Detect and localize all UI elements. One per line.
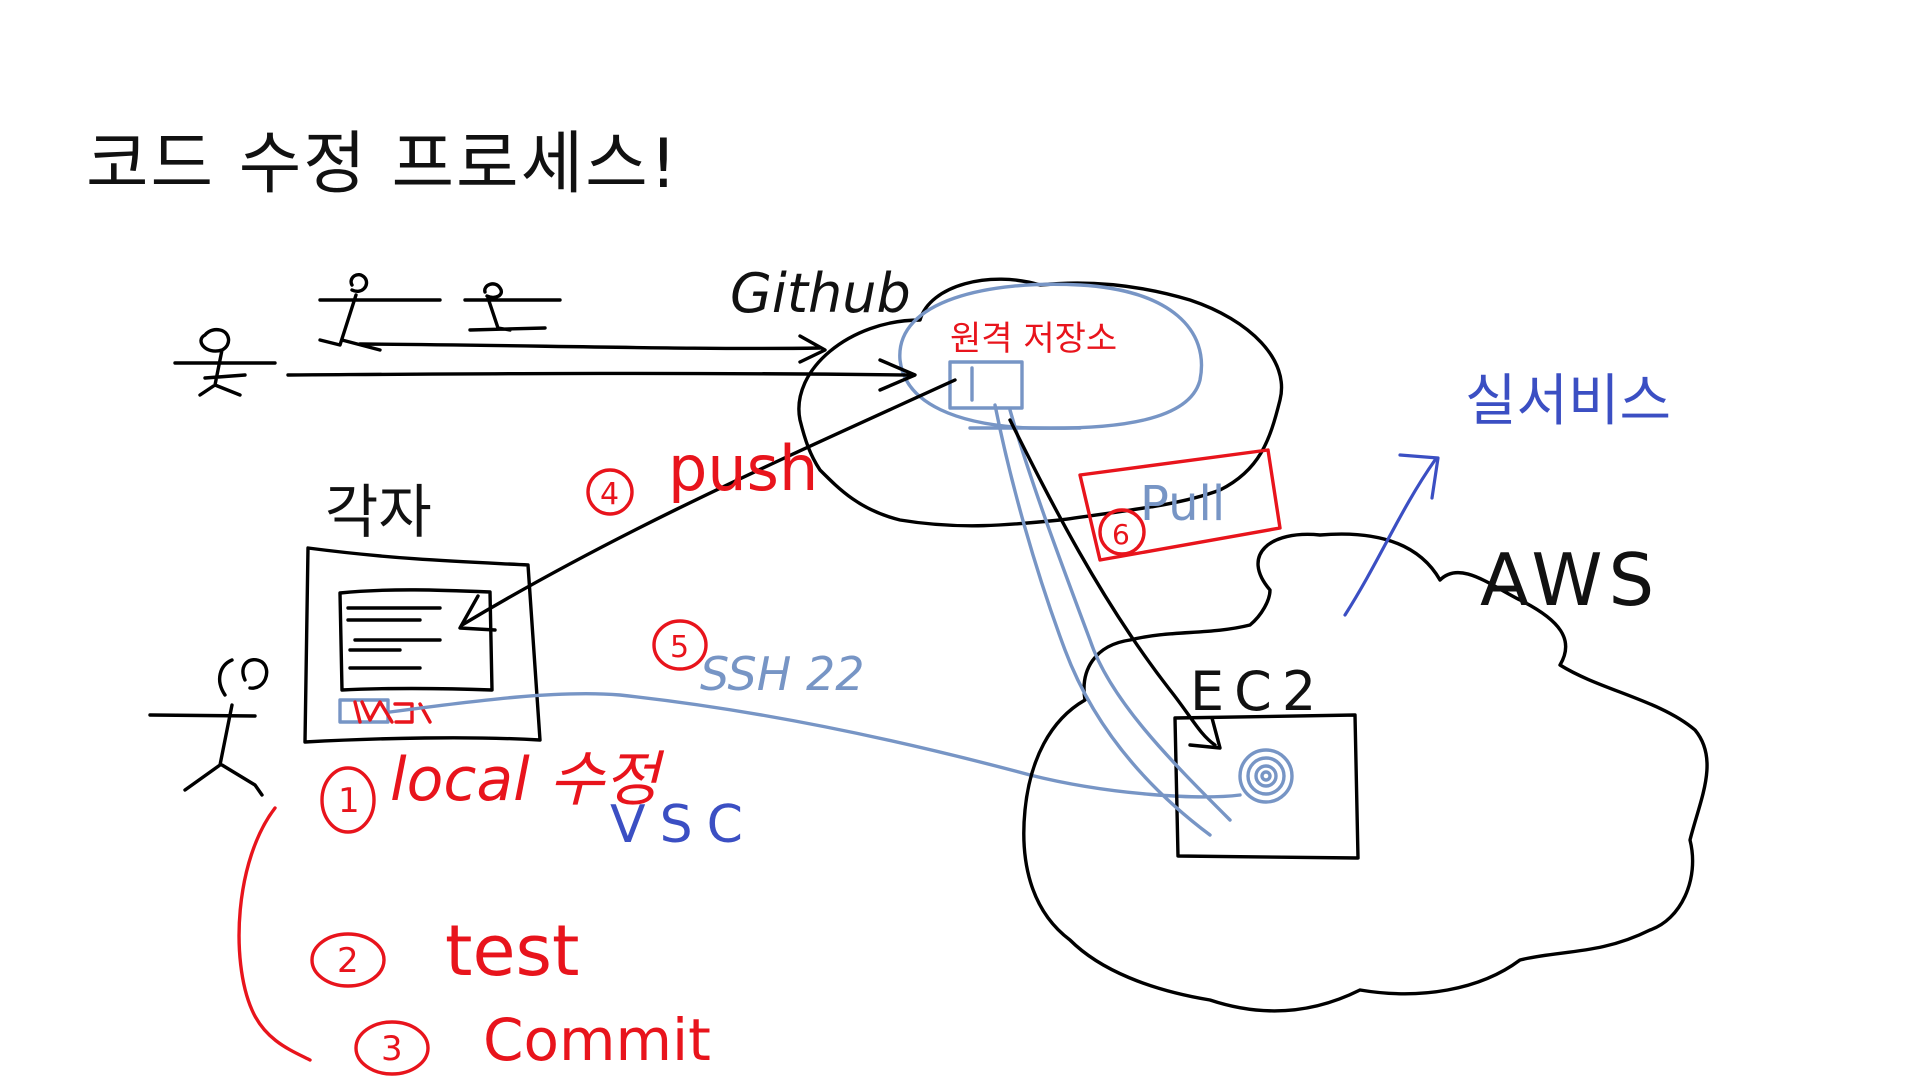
ssh-connection-line bbox=[388, 691, 1242, 799]
remote-repo-label: 원격 저장소 bbox=[950, 319, 1117, 359]
svg-text:Commit: Commit bbox=[483, 1006, 711, 1074]
svg-text:local 수정: local 수정 bbox=[390, 745, 665, 815]
step-2-test: 2 test bbox=[310, 910, 579, 992]
pull-path-b bbox=[993, 403, 1212, 837]
svg-text:3: 3 bbox=[381, 1029, 403, 1069]
pull-arrow bbox=[1008, 418, 1217, 747]
github-cloud bbox=[797, 277, 1284, 528]
svg-text:6: 6 bbox=[1112, 518, 1130, 551]
step-5-ssh: 5 bbox=[652, 619, 708, 671]
step-4-push: 4 push bbox=[586, 432, 818, 516]
vsc-label: VSC bbox=[610, 795, 757, 855]
collaborators-group bbox=[173, 273, 917, 397]
push-arrow bbox=[460, 378, 957, 627]
ssh-label: SSH 22 bbox=[700, 647, 865, 701]
real-service-arrow bbox=[1343, 458, 1437, 617]
ec2-label: EC2 bbox=[1190, 660, 1326, 723]
aws-cloud bbox=[1022, 532, 1709, 1013]
svg-text:2: 2 bbox=[337, 941, 359, 981]
push-arrow-head bbox=[458, 594, 497, 632]
step-3-commit: 3 Commit bbox=[354, 1006, 711, 1076]
svg-text:1: 1 bbox=[338, 781, 360, 821]
real-service-label: 실서비스 bbox=[1465, 369, 1671, 434]
svg-text:Pull: Pull bbox=[1140, 476, 1225, 532]
svg-text:5: 5 bbox=[670, 630, 689, 665]
real-service-arrow-head bbox=[1398, 453, 1440, 500]
pull-arrow-head bbox=[1188, 716, 1222, 750]
svg-text:push: push bbox=[668, 432, 818, 505]
aws-label: AWS bbox=[1480, 538, 1660, 622]
remote-repo-oval bbox=[898, 282, 1204, 430]
step-6-pull: 6 Pull bbox=[1078, 448, 1282, 562]
individual-label: 각자 bbox=[325, 478, 432, 546]
local-laptop bbox=[303, 546, 542, 744]
svg-text:test: test bbox=[445, 910, 579, 992]
step-1-local-edit: 1 local 수정 bbox=[320, 745, 665, 834]
developer-figure bbox=[148, 658, 269, 797]
pull-path-a bbox=[1008, 408, 1232, 822]
svg-text:4: 4 bbox=[600, 477, 619, 512]
steps-bracket bbox=[237, 806, 312, 1062]
ec2-instance-box bbox=[1173, 713, 1360, 860]
github-label: Github bbox=[730, 262, 911, 325]
slide-title: 코드 수정 프로세스! bbox=[86, 125, 679, 204]
